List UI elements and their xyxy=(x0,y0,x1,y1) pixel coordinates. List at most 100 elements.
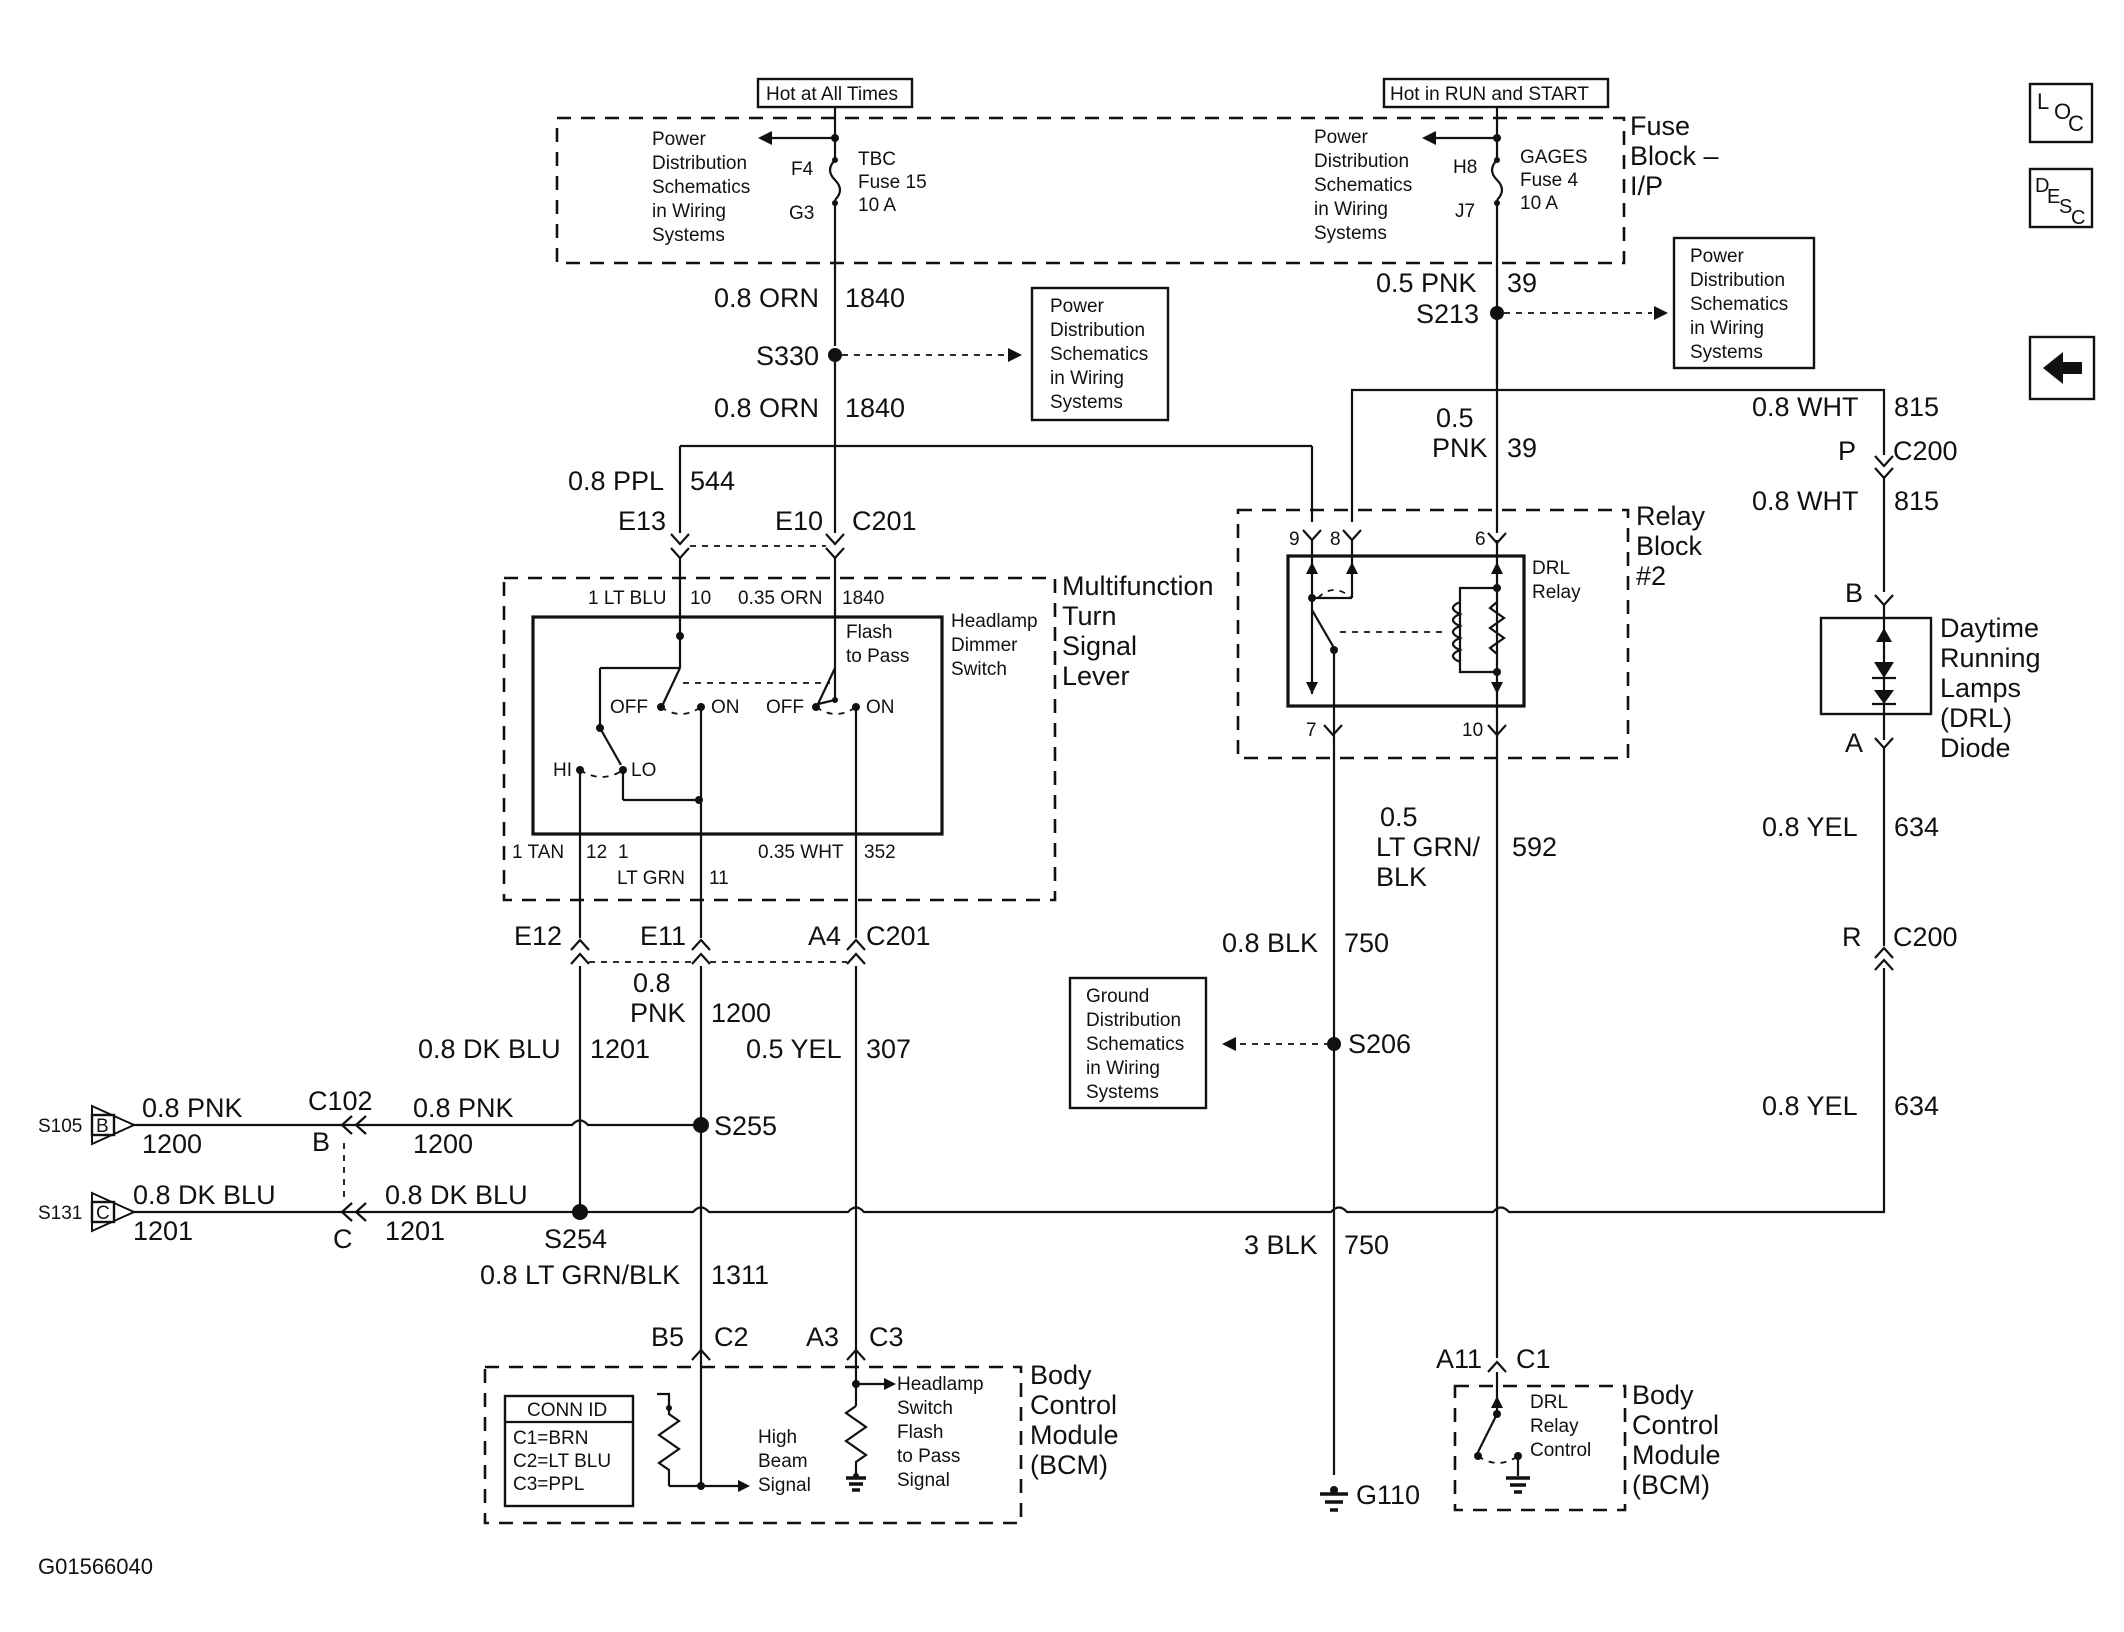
svg-text:(BCM): (BCM) xyxy=(1632,1470,1710,1500)
fuse-block-border xyxy=(555,116,1626,265)
svg-text:Running: Running xyxy=(1940,643,2041,673)
label-ltgrnblk-1311: 0.8 LT GRN/BLK xyxy=(480,1260,680,1290)
relay-contact-blade xyxy=(1311,609,1335,649)
flash-to-pass-label: Flash to Pass xyxy=(846,622,909,667)
arrow-icon xyxy=(1422,131,1436,145)
diode-icon xyxy=(1874,662,1894,678)
switch-on-1: ON xyxy=(711,697,740,718)
mfl-bot-tan-pin: 12 xyxy=(586,842,607,863)
svg-text:Signal: Signal xyxy=(897,1470,950,1491)
label-1200-left-a: 1200 xyxy=(142,1129,202,1159)
arrow-icon xyxy=(1654,306,1668,320)
tbc-fuse-line-2: Fuse 15 xyxy=(858,172,927,193)
svg-text:Distribution: Distribution xyxy=(1050,320,1145,341)
label-1200: 1200 xyxy=(711,998,771,1028)
ground-icon xyxy=(846,1476,866,1492)
mfl-bot-ltgrn-wire: LT GRN xyxy=(617,868,685,889)
svg-text:Signal: Signal xyxy=(758,1475,811,1496)
switch-on-2: ON xyxy=(866,697,895,718)
svg-text:Distribution: Distribution xyxy=(1690,270,1785,291)
switch-off-2: OFF xyxy=(766,697,804,718)
connector-c102-b-icon xyxy=(340,1115,367,1135)
relay-coil-frame xyxy=(1458,586,1497,674)
figure-id: G01566040 xyxy=(38,1554,153,1579)
desc-icon[interactable]: D E S C xyxy=(2028,167,2094,229)
label-pnk-39-top: 0.5 PNK xyxy=(1376,268,1477,298)
svg-text:to Pass: to Pass xyxy=(897,1446,960,1467)
fuse-4-icon xyxy=(1490,159,1504,201)
svg-text:Switch: Switch xyxy=(897,1398,953,1419)
connector-c2: C2 xyxy=(714,1322,749,1352)
svg-text:Dimmer: Dimmer xyxy=(951,635,1018,656)
svg-text:C: C xyxy=(2071,207,2085,229)
label-pnk-39-mid-num: 0.5 xyxy=(1436,403,1474,433)
svg-text:Schematics: Schematics xyxy=(1050,344,1148,365)
svg-text:Body: Body xyxy=(1030,1360,1092,1390)
relay-resistor-icon xyxy=(1488,601,1506,655)
label-1201-left-b: 1201 xyxy=(385,1216,445,1246)
connector-e11-icon xyxy=(691,938,711,965)
mfl-top-left-wire: 1 LT BLU xyxy=(588,588,667,609)
mfl-bot-wht-wire: 0.35 WHT xyxy=(758,842,844,863)
arrow-icon xyxy=(758,131,772,145)
svg-text:Power: Power xyxy=(1314,127,1369,148)
splice-g110: G110 xyxy=(1356,1480,1420,1510)
connector-a: A xyxy=(1845,728,1863,758)
svg-text:Schematics: Schematics xyxy=(1690,294,1788,315)
ground-dist-ref-box-text: Ground Distribution Schematics in Wiring… xyxy=(1086,986,1184,1103)
svg-text:in Wiring: in Wiring xyxy=(1690,318,1764,339)
drl-relay-control-switch xyxy=(1477,1413,1498,1453)
connector-e10-icon xyxy=(825,533,845,560)
svg-text:Multifunction: Multifunction xyxy=(1062,571,1214,601)
svg-text:Switch: Switch xyxy=(951,659,1007,680)
svg-text:Control: Control xyxy=(1530,1440,1591,1461)
svg-text:Headlamp: Headlamp xyxy=(951,611,1038,632)
label-blk-750-top: 0.8 BLK xyxy=(1222,928,1318,958)
tbc-power-dist-text: Power Distribution Schematics in Wiring … xyxy=(652,129,750,246)
label-yel-top: 0.8 YEL xyxy=(1762,812,1858,842)
connector-e10: E10 xyxy=(775,506,823,536)
svg-text:Daytime: Daytime xyxy=(1940,613,2039,643)
high-beam-signal-label: High Beam Signal xyxy=(758,1427,811,1496)
headlamp-dimmer-label: Headlamp Dimmer Switch xyxy=(951,611,1038,680)
multifunction-title: Multifunction Turn Signal Lever xyxy=(1062,571,1214,691)
connector-c200-bot: C200 xyxy=(1893,922,1958,952)
svg-text:Block: Block xyxy=(1636,531,1703,561)
switch-hi: HI xyxy=(553,760,572,781)
svg-text:Beam: Beam xyxy=(758,1451,808,1472)
svg-text:Distribution: Distribution xyxy=(1086,1010,1181,1031)
connector-e12: E12 xyxy=(514,921,562,951)
connector-a4-icon xyxy=(846,938,866,965)
wire-yel-634-bus xyxy=(340,1060,1886,1214)
label-wht-top: 0.8 WHT xyxy=(1752,392,1859,422)
label-307: 307 xyxy=(866,1034,911,1064)
connector-c200-bot-icon xyxy=(1874,946,1894,971)
label-592: 592 xyxy=(1512,832,1557,862)
label-1311: 1311 xyxy=(711,1260,769,1290)
loc-icon[interactable]: L O C xyxy=(2028,82,2094,144)
connector-c201-bot: C201 xyxy=(866,921,931,951)
label-dkblu: 0.8 DK BLU xyxy=(418,1034,561,1064)
back-arrow-icon[interactable] xyxy=(2028,335,2096,401)
multifunction-switch-box xyxy=(531,615,944,836)
connector-c200-top-icon xyxy=(1874,455,1894,480)
label-ltgrn: LT GRN/ xyxy=(1376,832,1481,862)
label-wht-mid: 0.8 WHT xyxy=(1752,486,1859,516)
svg-text:Lever: Lever xyxy=(1062,661,1130,691)
label-dkblu-left-b: 0.8 DK BLU xyxy=(385,1180,528,1210)
s131-pin: C xyxy=(96,1203,110,1224)
bcm-right-border xyxy=(1453,1384,1627,1512)
svg-text:Systems: Systems xyxy=(652,225,725,246)
relay-pin-10: 10 xyxy=(1462,720,1483,741)
mfl-bot-ltgrn-pin: 11 xyxy=(709,868,729,889)
svg-text:#2: #2 xyxy=(1636,561,1666,591)
arrow-icon xyxy=(884,1378,896,1390)
power-dist-ref-box-1-text: Power Distribution Schematics in Wiring … xyxy=(1050,296,1148,413)
label-3blk: 3 BLK xyxy=(1244,1230,1318,1260)
connector-a4: A4 xyxy=(808,921,841,951)
svg-text:Control: Control xyxy=(1030,1390,1117,1420)
label-ppl: 0.8 PPL xyxy=(568,466,664,496)
label-pnk-left-a: 0.8 PNK xyxy=(142,1093,243,1123)
connector-e11: E11 xyxy=(640,921,686,951)
flash-to-pass-signal-label: Headlamp Switch Flash to Pass Signal xyxy=(897,1374,984,1491)
